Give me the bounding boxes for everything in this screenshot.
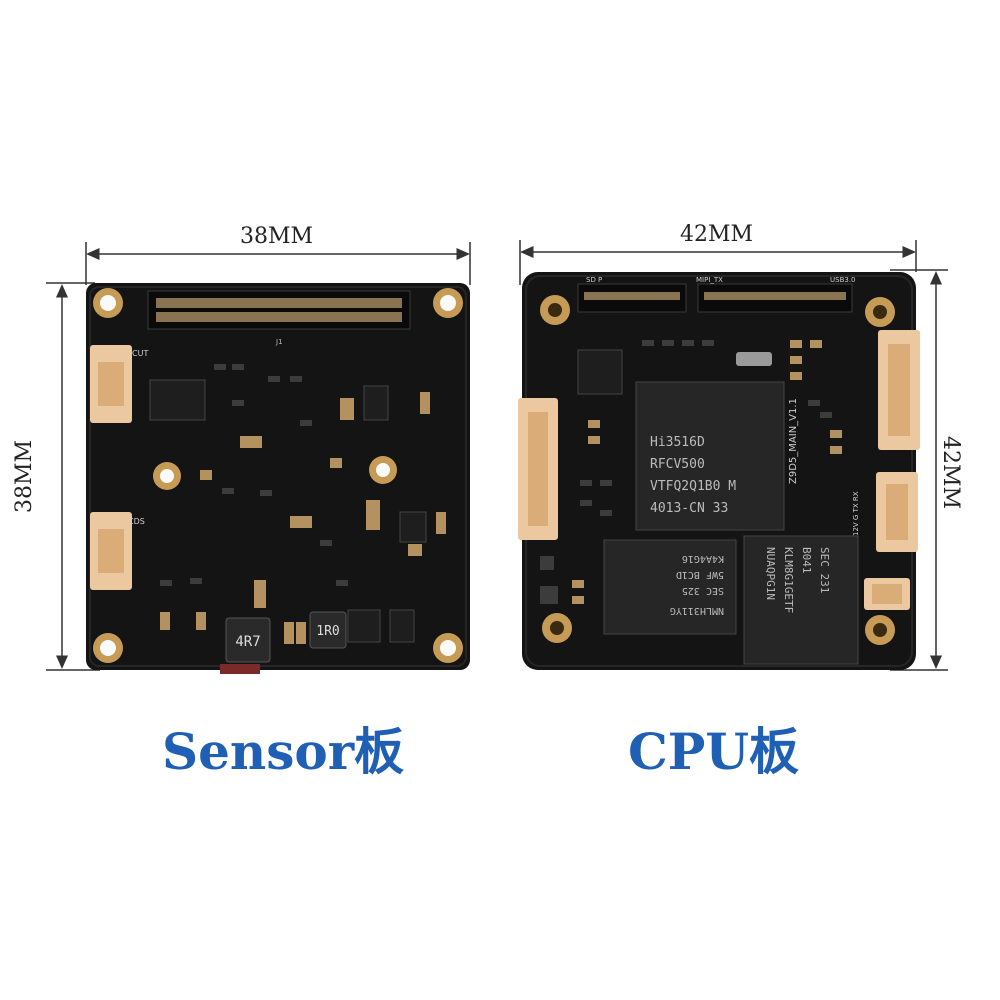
cpu-width-label: 42MM	[680, 222, 754, 247]
svg-text:KLM8G1GETF: KLM8G1GETF	[782, 547, 795, 613]
cpu-board-caption: CPU板	[628, 722, 799, 781]
svg-text:K4A4G16: K4A4G16	[682, 553, 724, 564]
svg-text:NMLH311YG: NMLH311YG	[670, 605, 724, 616]
sensor-jst-connector-top	[90, 345, 132, 423]
fpc-connector	[147, 290, 411, 330]
svg-text:_CUT: _CUT	[127, 349, 148, 358]
cpu-right-connector-mid	[876, 472, 918, 552]
sensor-width-dimension	[85, 242, 471, 285]
soc-chip: Hi3516D RFCV500 VTFQ2Q1B0 M 4013-CN 33	[635, 381, 785, 531]
svg-text:4R7: 4R7	[235, 634, 260, 650]
cpu-top-connectors	[577, 283, 853, 313]
svg-text:Z9D5_MAIN_V1.1: Z9D5_MAIN_V1.1	[788, 398, 799, 484]
cpu-height-label: 42MM	[938, 435, 964, 510]
svg-text:MIPI_TX: MIPI_TX	[696, 276, 723, 284]
sensor-board: 4R7 1R0	[86, 283, 470, 674]
svg-text:5WF BC1D: 5WF BC1D	[676, 569, 724, 580]
sensor-height-label: 38MM	[12, 439, 38, 514]
ram-chip: NMLH311YG SEC 325 5WF BC1D K4A4G16	[603, 539, 737, 635]
svg-text:USB3.0: USB3.0	[830, 276, 856, 284]
flash-chip: SEC 231 B041 KLM8G1GETF NUAQPG1N	[743, 535, 859, 665]
sensor-width-label: 38MM	[240, 224, 314, 249]
cpu-left-connector	[518, 398, 558, 540]
svg-text:SEC 325: SEC 325	[682, 585, 724, 596]
cpu-mounting-holes	[540, 295, 895, 645]
cpu-right-connector-top	[878, 330, 920, 450]
svg-text:J1: J1	[275, 338, 283, 346]
svg-text:Hi3516D: Hi3516D	[650, 435, 705, 450]
sensor-mounting-holes	[93, 288, 463, 663]
sensor-jst-connector-bottom	[90, 512, 132, 590]
svg-text:SD P: SD P	[586, 276, 602, 284]
inductor-4r7: 4R7	[225, 617, 271, 663]
svg-text:4013-CN 33: 4013-CN 33	[650, 501, 728, 516]
sensor-height-dimension	[46, 282, 100, 671]
svg-text:SEC 231: SEC 231	[818, 547, 831, 593]
svg-text:VTFQ2Q1B0 M: VTFQ2Q1B0 M	[650, 479, 736, 494]
svg-text:RFCV500: RFCV500	[650, 457, 705, 472]
svg-text:12V G TX RX: 12V G TX RX	[852, 491, 860, 536]
sensor-board-caption: Sensor板	[162, 722, 405, 781]
cpu-width-dimension	[519, 240, 917, 285]
cpu-board: SD P MIPI_TX USB3.0 12V G TX RX	[518, 272, 920, 670]
svg-text:NUAQPG1N: NUAQPG1N	[764, 547, 777, 600]
svg-text:CDS: CDS	[128, 517, 145, 526]
svg-text:1R0: 1R0	[316, 624, 339, 639]
cpu-right-connector-bottom	[864, 578, 910, 610]
svg-text:B041: B041	[800, 547, 813, 574]
inductor-1r0: 1R0	[309, 611, 347, 649]
